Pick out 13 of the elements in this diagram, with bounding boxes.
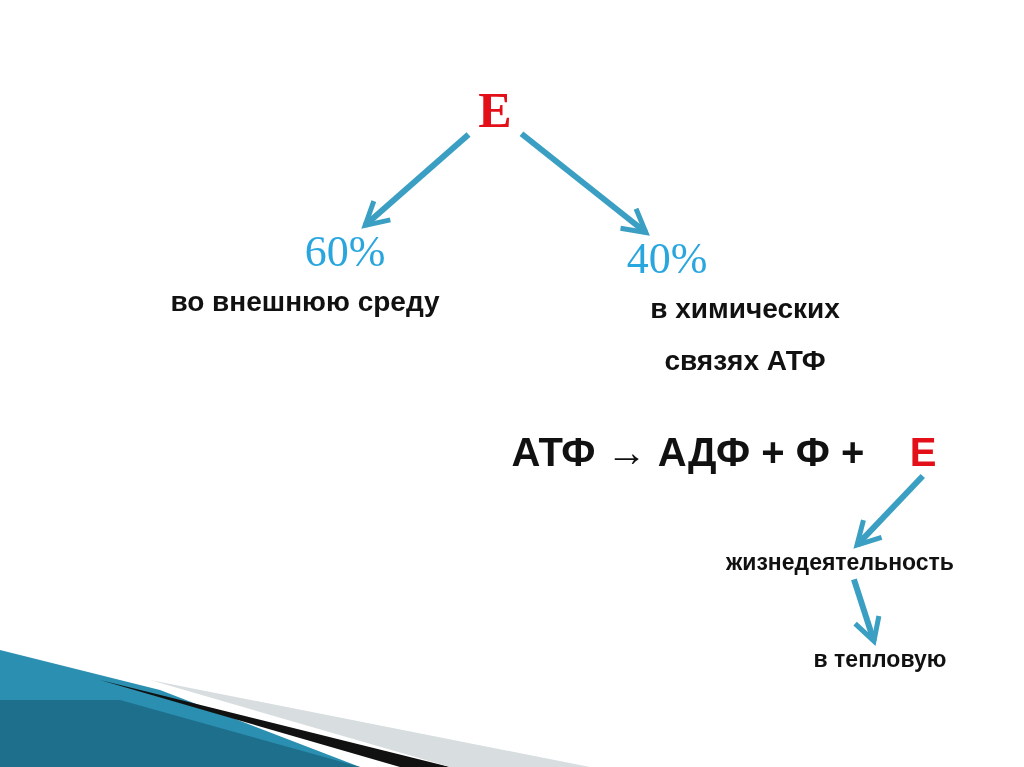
percentage-label: 60%: [304, 228, 386, 277]
arrow: [854, 473, 925, 548]
energy-symbol: Е: [478, 85, 512, 135]
arrow: [362, 132, 471, 228]
energy-symbol: Е: [909, 430, 937, 474]
destination-text: в химических связях АТФ: [649, 292, 841, 379]
equation-text: АТФ → АДФ + Ф +: [511, 430, 865, 474]
percentage-label: 40%: [626, 235, 708, 284]
destination-text: во внешнюю среду: [170, 285, 440, 320]
arrow: [851, 578, 882, 644]
process-text: жизнедеятельность: [726, 548, 954, 577]
process-text: в тепловую: [813, 645, 947, 674]
arrow: [519, 131, 649, 235]
